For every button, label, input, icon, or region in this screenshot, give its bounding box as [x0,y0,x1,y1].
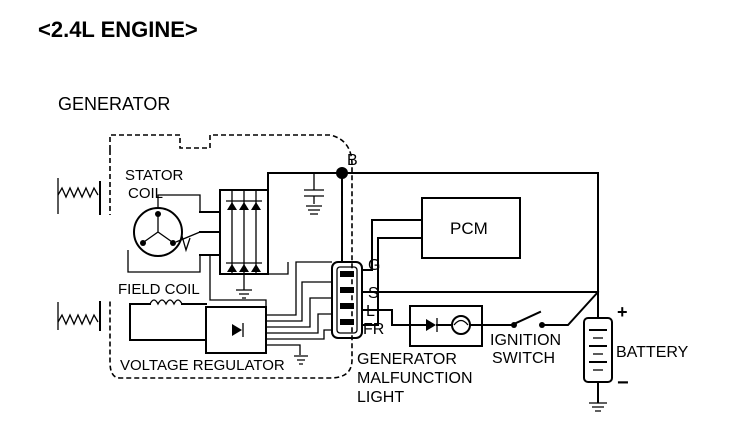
resistor-icon [129,299,207,341]
stator-label-line1: STATOR [125,167,184,184]
diode-bridge-icon [199,172,343,299]
voltage-regulator-label: VOLTAGE REGULATOR [120,357,285,374]
wire-stator-to-regulator [209,254,267,307]
capacitor-icon [304,173,324,215]
lamp-icon [451,315,471,335]
switch-icon [481,290,600,328]
malfunction-label-line2: MALFUNCTION [357,370,473,387]
wire-b-to-battery [347,172,599,293]
magnet-left-upper [57,178,101,215]
wire-bridge-aux [268,262,289,275]
ground-icon [589,402,607,412]
wire-g-to-pcm [361,219,423,271]
malfunction-label-line3: LIGHT [357,389,404,406]
battery-label: BATTERY [616,344,689,361]
magnet-left-lower [57,301,101,331]
voltage-regulator [205,261,332,365]
pcm-box [421,197,521,259]
stator-coil-icon [127,194,201,273]
malfunction-light [409,305,483,347]
terminal-l-label: L [366,303,375,320]
field-coil-label: FIELD COIL [118,281,200,298]
malfunction-label-line1: GENERATOR [357,351,457,368]
terminal-b-label: B [347,152,358,169]
generator-label: GENERATOR [58,94,170,114]
generator-housing [109,134,353,379]
ignition-label-line2: SWITCH [492,350,555,367]
page-title: <2.4L ENGINE> [38,17,198,42]
terminal-b-dot [336,167,348,179]
pcm-label: PCM [450,219,488,238]
battery-plus-label: + [617,302,628,322]
wire-l-to-light [361,309,411,326]
connector-icon [331,261,363,339]
terminal-s-label: S [368,285,379,302]
battery-minus-label: − [617,372,629,394]
stator-label-line2: COIL [128,185,163,202]
terminal-fr-label: FR [363,321,384,338]
battery-icon [583,291,613,403]
wire-fr-to-pcm [361,237,423,326]
ignition-label-line1: IGNITION [490,332,561,349]
